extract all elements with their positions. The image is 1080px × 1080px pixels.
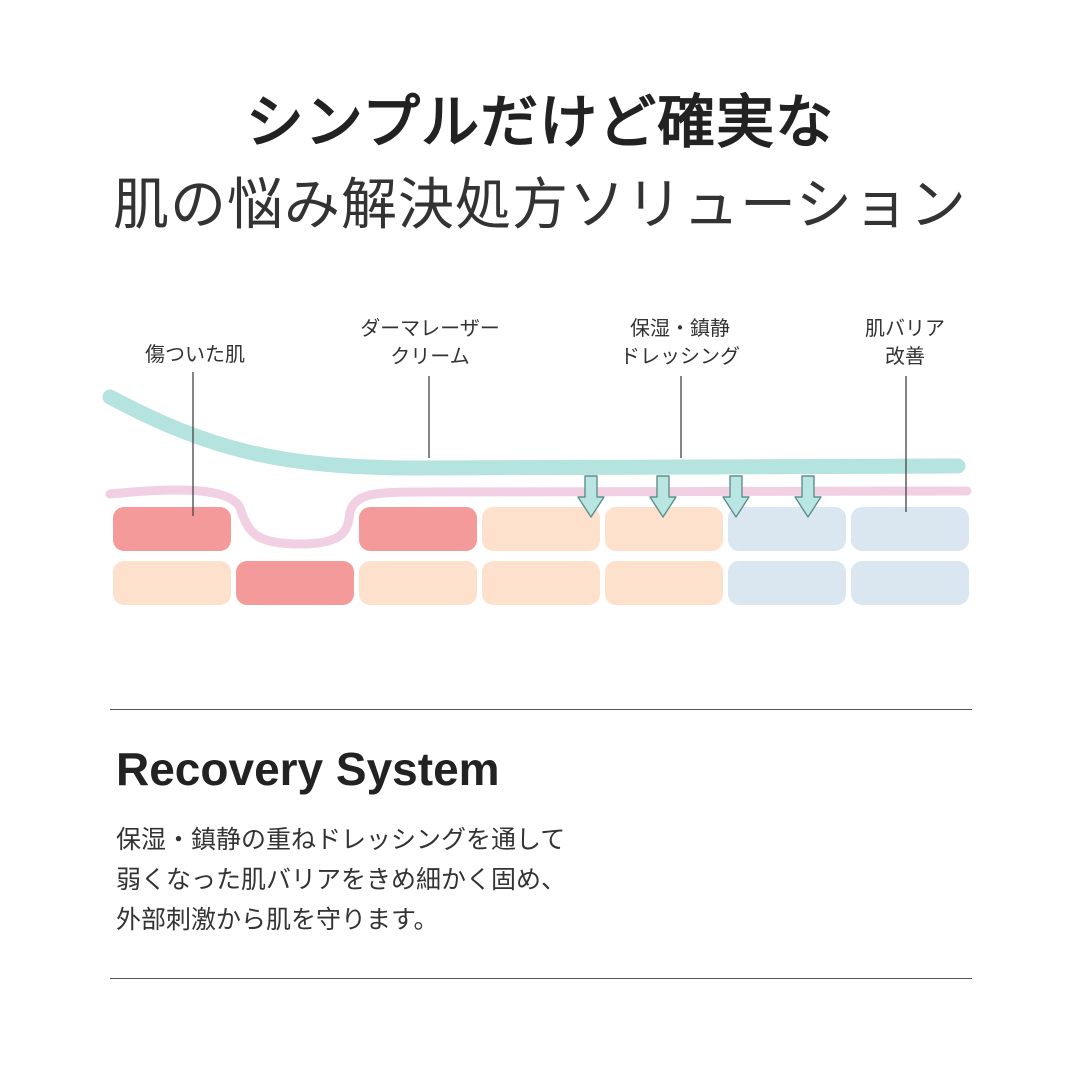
skin-cell-r1-c7-repaired <box>851 507 969 551</box>
skin-cell-r1-c4-normal <box>482 507 600 551</box>
label-dressing-line-1: 保湿・鎮静 <box>630 316 730 340</box>
skin-cell-r2-c1-normal <box>113 561 231 605</box>
label-dressing: 保湿・鎮静 ドレッシング <box>580 314 780 370</box>
skin-cell-r2-c5-normal <box>605 561 723 605</box>
skin-cell-r2-c4-normal <box>482 561 600 605</box>
down-arrow-icon-1 <box>577 475 605 518</box>
divider-bottom <box>110 978 972 979</box>
section-description-line-2: 弱くなった肌バリアをきめ細かく固め、 <box>116 865 567 894</box>
divider-top <box>110 709 972 710</box>
label-barrier: 肌バリア 改善 <box>805 314 1005 370</box>
skin-cell-r2-c3-normal <box>359 561 477 605</box>
label-damaged-skin: 傷ついた肌 <box>95 340 295 368</box>
label-barrier-line-2: 改善 <box>885 344 925 368</box>
down-arrow-icon-2 <box>649 475 677 518</box>
section-description-line-3: 外部刺激から肌を守ります。 <box>116 905 439 934</box>
label-damaged-skin-line-1: 傷ついた肌 <box>145 342 245 366</box>
section-description-line-1: 保湿・鎮静の重ねドレッシングを通して <box>116 825 566 854</box>
skin-cell-r2-c6-repaired <box>728 561 846 605</box>
label-derma-cream: ダーマレーザー クリーム <box>330 314 530 370</box>
label-derma-cream-line-1: ダーマレーザー <box>360 316 500 340</box>
skin-cell-r1-c3-damaged <box>359 507 477 551</box>
down-arrow-icon-4 <box>794 475 822 518</box>
section-description: 保湿・鎮静の重ねドレッシングを通して 弱くなった肌バリアをきめ細かく固め、 外部… <box>116 820 566 940</box>
skin-layer-diagram <box>102 372 972 605</box>
down-arrow-icon-3 <box>722 475 750 518</box>
skin-cell-r1-c6-repaired <box>728 507 846 551</box>
headline: シンプルだけど確実な <box>245 88 835 156</box>
skin-cell-r1-c5-normal <box>605 507 723 551</box>
label-derma-cream-line-2: クリーム <box>390 344 470 368</box>
section-title: Recovery System <box>116 743 500 795</box>
subheadline: 肌の悩み解決処方ソリューション <box>113 173 967 238</box>
barrier-line <box>105 485 972 549</box>
skin-cell-r2-c7-repaired <box>851 561 969 605</box>
skin-cell-r1-c1-damaged <box>113 507 231 551</box>
cream-layer <box>102 389 966 476</box>
skin-cell-r2-c2-damaged <box>236 561 354 605</box>
label-dressing-line-2: ドレッシング <box>620 344 740 368</box>
label-barrier-line-1: 肌バリア <box>865 316 945 340</box>
